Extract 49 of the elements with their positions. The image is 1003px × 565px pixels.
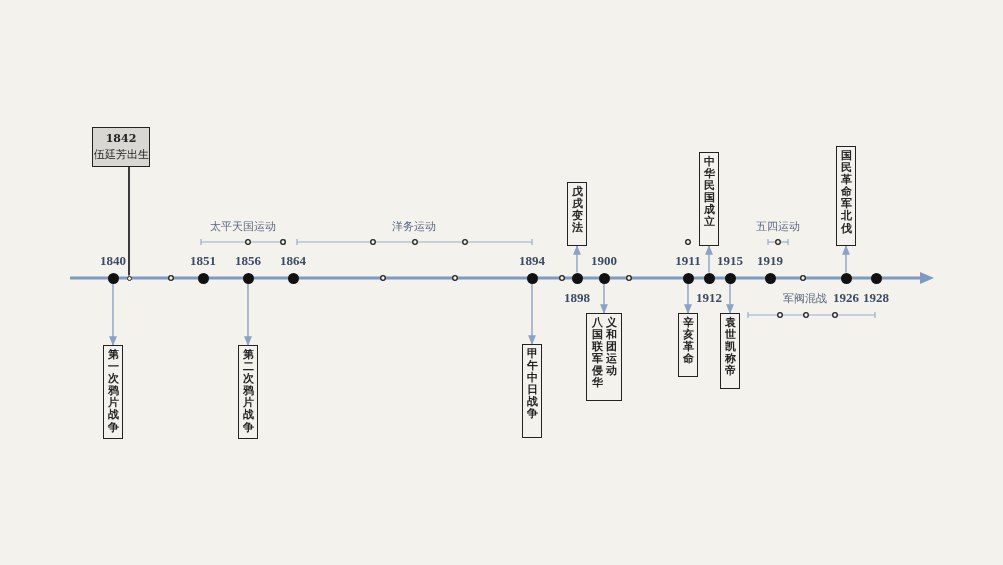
event-text: 第一次鸦片战争	[107, 349, 119, 434]
year-label: 1856	[235, 254, 261, 267]
year-label: 1864	[280, 254, 306, 267]
event-box	[699, 152, 719, 246]
year-label: 1919	[757, 254, 783, 267]
arrow	[244, 282, 252, 346]
event-text: 国民革命军北伐	[840, 150, 852, 235]
year-label: 1912	[696, 291, 722, 304]
period-label: 五四运动	[756, 221, 800, 232]
event-box	[836, 146, 856, 246]
arrow	[109, 282, 117, 346]
event-box	[522, 344, 542, 438]
year-label: 1898	[564, 291, 590, 304]
year-label: 1911	[675, 254, 701, 267]
event-box	[103, 345, 123, 439]
event-text: 袁世凯称帝	[724, 317, 736, 378]
arrow	[573, 245, 581, 274]
event-box	[567, 182, 587, 246]
event-box	[720, 313, 740, 389]
event-text: 辛亥革命	[682, 317, 694, 366]
event-text: 八国联军侵华	[591, 317, 603, 390]
event-box	[586, 313, 622, 401]
period-label: 军阀混战	[783, 293, 827, 304]
event-text: 戊戌变法	[571, 186, 583, 235]
year-label: 1926	[833, 291, 859, 304]
event-text: 第二次鸦片战争	[242, 349, 254, 434]
event-text: 义和团运动	[605, 317, 617, 378]
arrow	[842, 245, 850, 274]
year-label: 1840	[100, 254, 126, 267]
event-box	[238, 345, 258, 439]
year-label: 1851	[190, 254, 216, 267]
year-label: 1900	[591, 254, 617, 267]
arrow	[528, 282, 536, 345]
event-text: 伍廷芳出生	[93, 148, 149, 162]
year-label: 1928	[863, 291, 889, 304]
arrow	[726, 282, 734, 314]
event-text: 中华民国成立	[703, 156, 715, 229]
period-label: 太平天国运动	[210, 221, 276, 232]
period-label: 洋务运动	[392, 221, 436, 232]
event-box	[92, 127, 150, 167]
connector-line	[128, 166, 130, 277]
arrow	[705, 245, 713, 274]
arrow	[684, 282, 692, 314]
event-box	[678, 313, 698, 377]
year-label: 1915	[717, 254, 743, 267]
year-label: 1894	[519, 254, 545, 267]
year-text: 1842	[105, 132, 137, 146]
arrow	[600, 282, 608, 314]
event-text: 甲午中日战争	[526, 348, 538, 421]
